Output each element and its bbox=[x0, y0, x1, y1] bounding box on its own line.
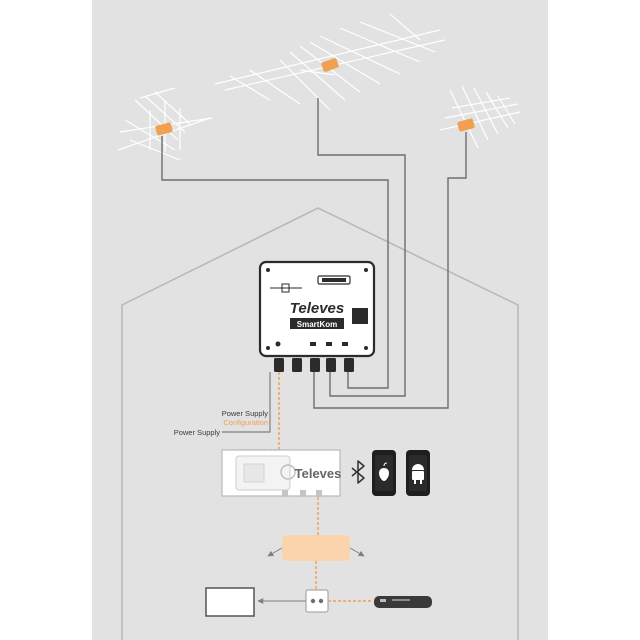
power-supply-label-2: Power Supply bbox=[174, 428, 221, 437]
splitter-icon bbox=[267, 535, 365, 561]
cable-top-antenna bbox=[317, 98, 406, 397]
amplifier-brand: Televes bbox=[295, 466, 342, 481]
cable-left-antenna bbox=[161, 136, 389, 389]
antenna-cables bbox=[161, 98, 467, 409]
android-phone-icon bbox=[406, 450, 430, 496]
antenna-right bbox=[439, 85, 521, 149]
tv-icon bbox=[205, 587, 255, 617]
head-end-model: SmartKom bbox=[297, 320, 337, 329]
apple-phone-icon bbox=[372, 450, 396, 496]
wall-socket-icon bbox=[305, 589, 329, 613]
power-cable bbox=[222, 372, 271, 433]
head-end-connectors bbox=[274, 358, 354, 372]
bluetooth-icon bbox=[351, 460, 365, 484]
cable-right-antenna bbox=[313, 132, 467, 409]
house-outline bbox=[121, 207, 519, 640]
head-end-brand: Televes bbox=[290, 300, 345, 317]
amplifier-unit: Televes bbox=[221, 449, 342, 497]
set-top-box-icon bbox=[374, 596, 432, 608]
configuration-label: Configuration bbox=[223, 418, 268, 427]
power-supply-label-1: Power Supply bbox=[222, 409, 269, 418]
head-end-unit: Televes SmartKom bbox=[258, 260, 376, 358]
antenna-heads bbox=[155, 58, 475, 136]
